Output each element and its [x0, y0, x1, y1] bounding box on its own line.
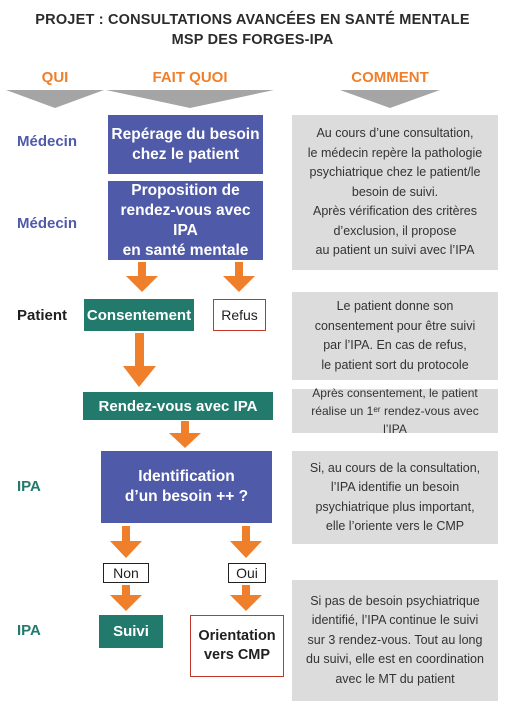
step-reperage: Repérage du besoin chez le patient	[108, 115, 263, 174]
comment-identification-text: Si, au cours de la consultation, l’IPA i…	[309, 460, 481, 534]
step-orientation-cmp-label: Orientation vers CMP	[198, 628, 276, 663]
step-reperage-label: Repérage du besoin chez le patient	[111, 125, 260, 163]
column-header-comment: COMMENT	[351, 69, 429, 86]
role-medecin-1: Médecin	[17, 133, 78, 150]
step-consentement: Consentement	[84, 299, 194, 331]
arrow-to-consentement	[126, 262, 158, 292]
step-proposition: Proposition de rendez-vous avec IPA en s…	[108, 181, 263, 260]
comment-patient: Le patient donne son consentement pour ê…	[292, 292, 498, 380]
comment-medecin-text: Au cours d’une consultation, le médecin …	[307, 126, 483, 258]
step-rdv-ipa: Rendez-vous avec IPA	[83, 392, 273, 420]
step-rdv-ipa-label: Rendez-vous avec IPA	[98, 397, 258, 415]
role-ipa-2: IPA	[17, 622, 41, 639]
comment-suivi: Si pas de besoin psychiatrique identifié…	[292, 580, 498, 701]
arrow-to-refus	[223, 262, 255, 292]
comment-patient-text: Le patient donne son consentement pour ê…	[314, 299, 476, 372]
step-refus: Refus	[213, 299, 266, 331]
arrow-to-non	[110, 526, 142, 558]
step-identification-label: Identification d’un besoin ++ ?	[124, 468, 249, 505]
page-subtitle: MSP DES FORGES-IPA	[171, 32, 334, 48]
answer-non: Non	[103, 563, 149, 583]
qui-chevron-icon	[6, 90, 104, 108]
step-proposition-label: Proposition de rendez-vous avec IPA en s…	[120, 181, 251, 259]
column-header-fait-quoi: FAIT QUOI	[152, 69, 228, 86]
column-header-qui: QUI	[41, 69, 69, 86]
arrow-to-identification	[169, 421, 201, 448]
comment-chevron-icon	[340, 90, 440, 108]
step-refus-label: Refus	[221, 307, 258, 323]
answer-oui: Oui	[228, 563, 266, 583]
step-orientation-cmp: Orientation vers CMP	[190, 615, 284, 677]
page-title: PROJET : CONSULTATIONS AVANCÉES EN SANTÉ…	[35, 12, 470, 28]
role-ipa-1: IPA	[17, 478, 41, 495]
arrow-to-suivi	[110, 585, 142, 611]
comment-medecin: Au cours d’une consultation, le médecin …	[292, 115, 498, 270]
answer-non-label: Non	[113, 565, 139, 581]
comment-rdv: Après consentement, le patient réalise u…	[292, 386, 498, 436]
arrow-to-rdv-ipa	[123, 333, 156, 387]
step-identification: Identification d’un besoin ++ ?	[101, 451, 272, 523]
step-suivi-label: Suivi	[113, 623, 149, 640]
step-consentement-label: Consentement	[86, 306, 192, 324]
arrow-to-oui	[230, 526, 262, 558]
step-suivi: Suivi	[99, 615, 163, 648]
comment-suivi-text: Si pas de besoin psychiatrique identifié…	[306, 593, 484, 686]
comment-rdv-text: Après consentement, le patient réalise u…	[311, 386, 479, 436]
comment-identification: Si, au cours de la consultation, l’IPA i…	[292, 451, 498, 544]
role-patient: Patient	[17, 307, 68, 324]
arrow-to-orientation	[230, 585, 262, 611]
fait-quoi-chevron-icon	[106, 90, 274, 108]
role-medecin-2: Médecin	[17, 215, 78, 232]
answer-oui-label: Oui	[236, 565, 258, 581]
column-header-chevrons	[6, 90, 440, 108]
